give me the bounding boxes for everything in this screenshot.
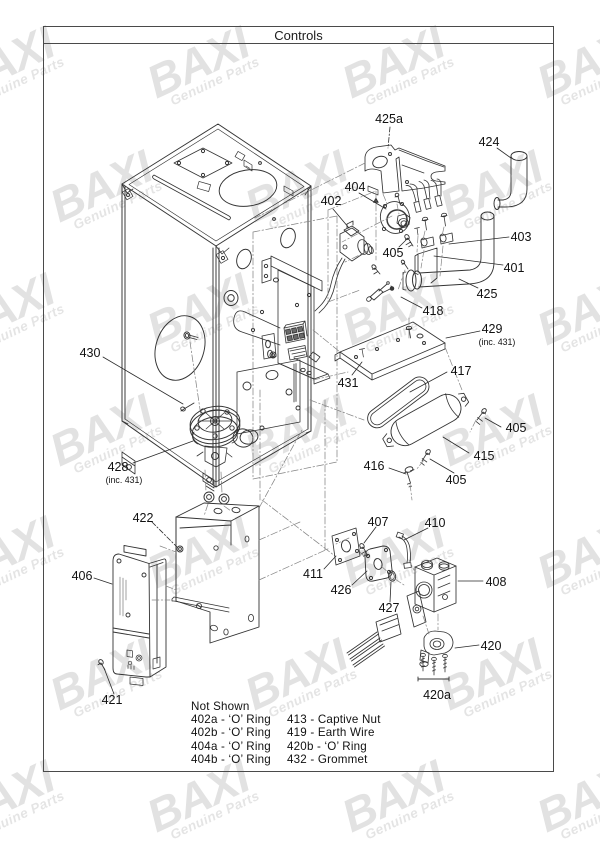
svg-text:405: 405 (383, 246, 404, 260)
svg-text:(inc. 431): (inc. 431) (479, 337, 516, 347)
svg-text:405: 405 (446, 473, 467, 487)
svg-text:407: 407 (368, 515, 389, 529)
svg-text:401: 401 (504, 261, 525, 275)
svg-text:427: 427 (379, 601, 400, 615)
svg-text:421: 421 (102, 693, 123, 707)
svg-text:416: 416 (364, 459, 385, 473)
svg-text:426: 426 (331, 583, 352, 597)
svg-text:404: 404 (345, 180, 366, 194)
svg-text:405: 405 (506, 421, 527, 435)
svg-text:429: 429 (482, 322, 503, 336)
svg-text:403: 403 (511, 230, 532, 244)
svg-text:418: 418 (423, 304, 444, 318)
svg-text:420a: 420a (423, 688, 451, 702)
svg-text:410: 410 (425, 516, 446, 530)
svg-text:402: 402 (321, 194, 342, 208)
svg-text:428: 428 (108, 460, 129, 474)
svg-text:422: 422 (133, 511, 154, 525)
svg-text:425: 425 (477, 287, 498, 301)
svg-text:431: 431 (338, 376, 359, 390)
svg-text:417: 417 (451, 364, 472, 378)
svg-text:424: 424 (479, 135, 500, 149)
svg-text:411: 411 (303, 567, 323, 581)
svg-text:415: 415 (474, 449, 495, 463)
svg-text:406: 406 (72, 569, 93, 583)
svg-text:408: 408 (486, 575, 507, 589)
svg-text:(inc. 431): (inc. 431) (106, 475, 143, 485)
svg-text:425a: 425a (375, 112, 403, 126)
svg-text:420: 420 (481, 639, 502, 653)
svg-text:430: 430 (80, 346, 101, 360)
